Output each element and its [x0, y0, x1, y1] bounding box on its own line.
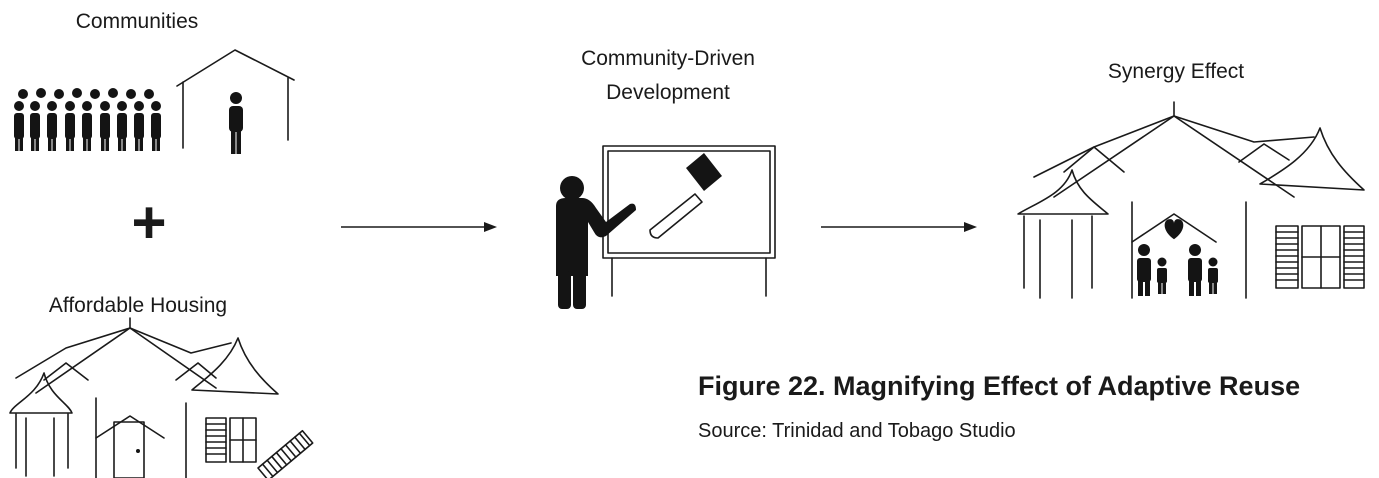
house-icon: [9, 317, 314, 478]
cdd-label: Community-Driven Development: [581, 42, 755, 110]
synergy-label: Synergy Effect: [1107, 60, 1245, 83]
figure-source: Source: Trinidad and Tobago Studio: [698, 420, 1016, 442]
presenter-icon: [556, 145, 776, 309]
arrow-right-icon: [341, 222, 497, 232]
people-crowd-icon: [14, 88, 161, 151]
family-icon: [1137, 244, 1218, 296]
gavel-icon: [649, 153, 722, 239]
plus-sign: +: [131, 189, 167, 256]
synergy-house-icon: [1017, 101, 1365, 299]
arrow-right-icon: [821, 222, 977, 232]
cdd-label-line1: Community-Driven: [581, 47, 755, 70]
affordable-housing-label: Affordable Housing: [48, 294, 228, 317]
communities-label: Communities: [75, 10, 199, 33]
house-person-icon: [176, 49, 295, 154]
cdd-label-line2: Development: [606, 81, 730, 104]
heart-icon: [1164, 219, 1184, 240]
figure-title: Figure 22. Magnifying Effect of Adaptive…: [698, 371, 1301, 401]
